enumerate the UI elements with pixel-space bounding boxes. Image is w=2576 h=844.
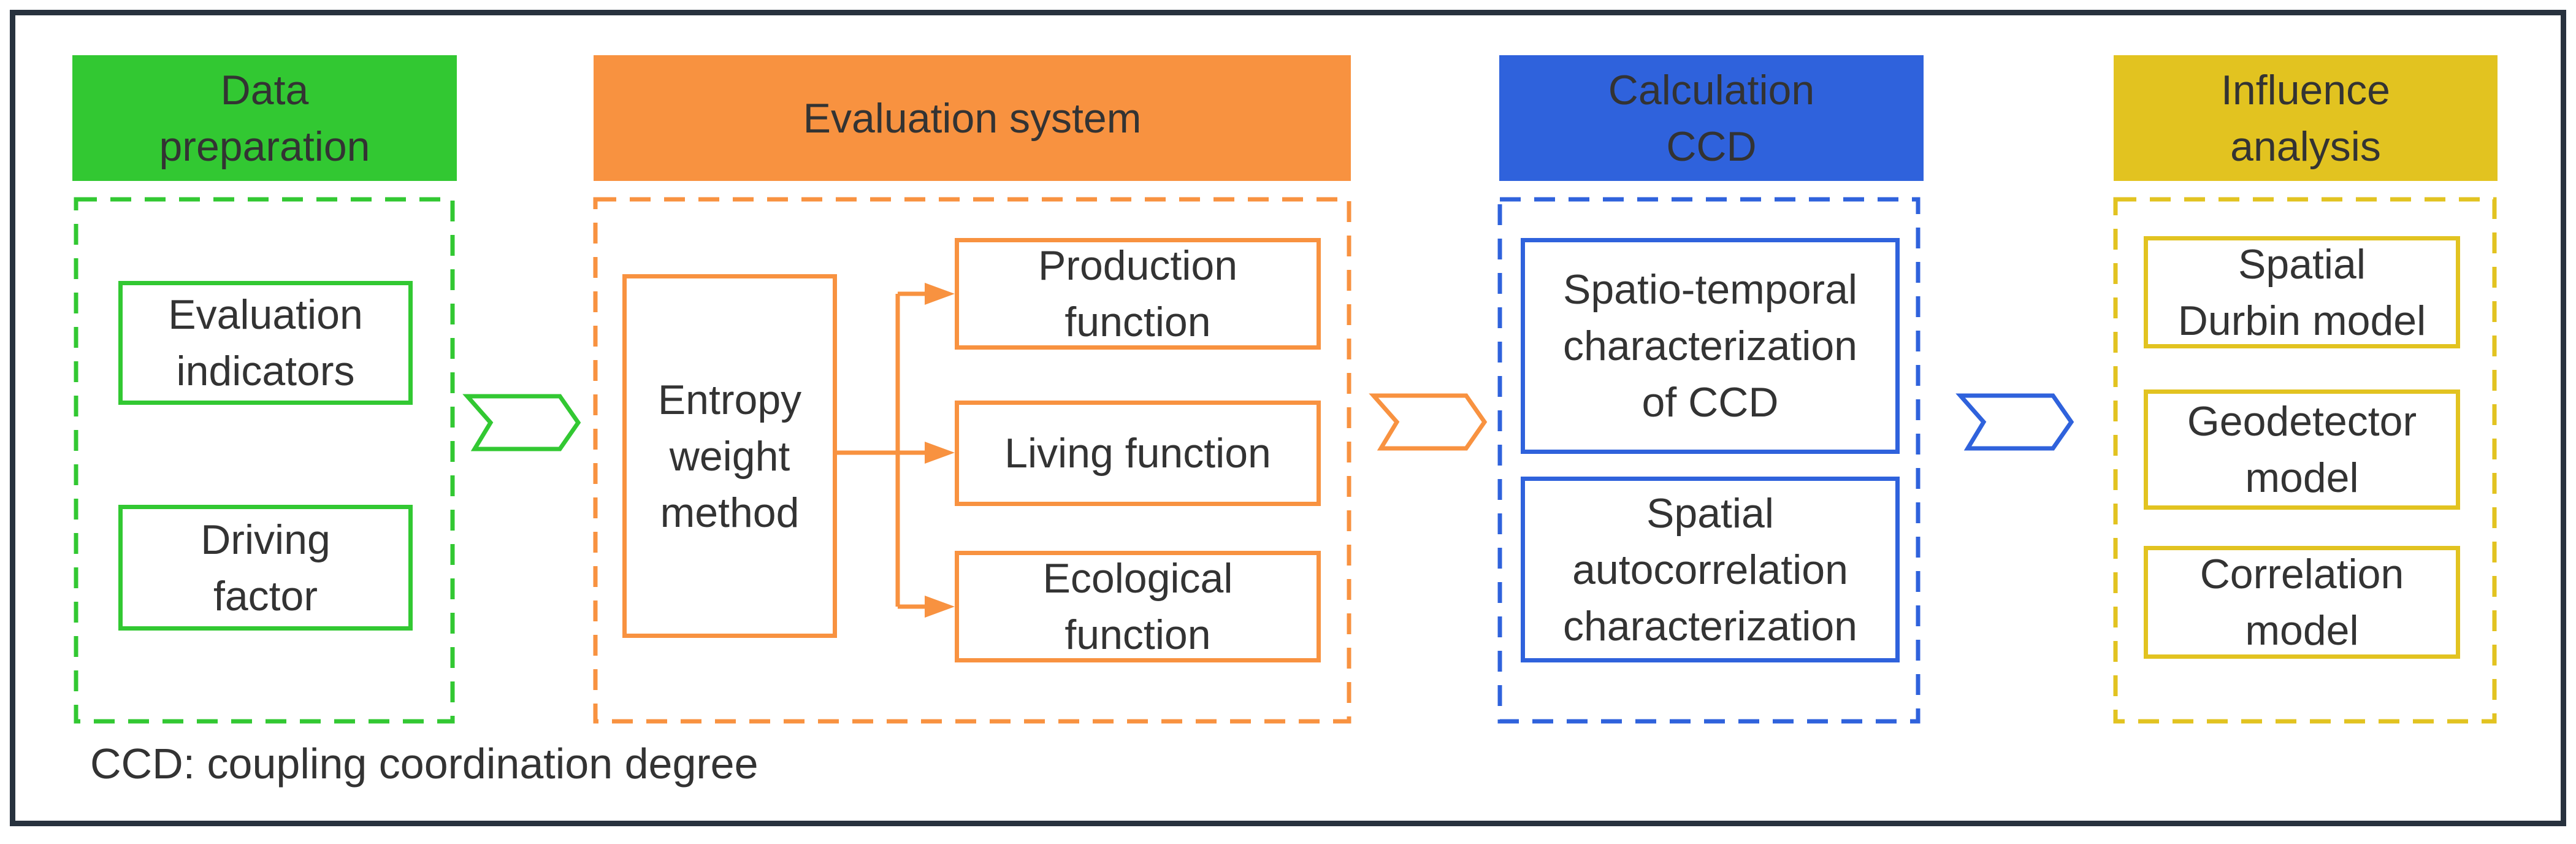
chevron-arrow-calculation-to-influence — [1955, 393, 2074, 451]
box-line: Spatio-temporal — [1562, 266, 1858, 313]
dashed-container-evaluation-system — [593, 197, 1351, 724]
box-line: Spatial — [1646, 489, 1774, 537]
box-spatiotemporal-characterization: Spatio-temporal characterization of CCD — [1521, 238, 1900, 454]
header-line: analysis — [2230, 123, 2381, 170]
box-entropy-weight-method: Entropy weight method — [622, 274, 837, 638]
chevron-arrow-data-to-evaluation — [462, 394, 581, 451]
box-line: model — [2245, 607, 2359, 654]
box-line: autocorrelation — [1572, 546, 1848, 593]
box-line: indicators — [176, 348, 355, 394]
box-spatial-durbin-model: Spatial Durbin model — [2144, 236, 2460, 348]
header-data-preparation: Data preparation — [72, 55, 457, 181]
header-line: Calculation — [1608, 66, 1815, 113]
dashed-container-calculation-ccd — [1497, 197, 1921, 724]
header-influence-analysis: Influence analysis — [2114, 55, 2498, 181]
box-correlation-model: Correlation model — [2144, 546, 2460, 659]
box-line: Geodetector — [2187, 398, 2417, 445]
dashed-container-data-preparation — [74, 197, 455, 724]
diagram-frame-border — [10, 10, 2566, 826]
box-line: function — [1064, 612, 1211, 658]
box-spatial-autocorrelation: Spatial autocorrelation characterization — [1521, 477, 1900, 662]
box-line: Living function — [1004, 430, 1271, 477]
box-line: Correlation — [2200, 551, 2404, 597]
dashed-container-influence-analysis — [2113, 197, 2497, 724]
box-line: function — [1064, 299, 1211, 345]
header-line: Data — [220, 66, 309, 113]
box-line: Evaluation — [168, 291, 363, 338]
box-line: Durbin model — [2177, 297, 2426, 344]
box-living-function: Living function — [955, 401, 1321, 506]
header-line: preparation — [159, 123, 370, 170]
box-line: model — [2245, 455, 2359, 501]
box-evaluation-indicators: Evaluation indicators — [118, 281, 413, 405]
box-line: Driving — [201, 516, 331, 563]
box-driving-factor: Driving factor — [118, 505, 413, 631]
box-ecological-function: Ecological function — [955, 551, 1321, 662]
arrowhead-production-function — [925, 283, 955, 305]
arrowhead-ecological-function — [925, 596, 955, 618]
box-line: characterization — [1562, 323, 1858, 369]
header-line: CCD — [1666, 123, 1757, 170]
box-line: weight — [669, 432, 790, 480]
box-production-function: Production function — [955, 238, 1321, 350]
box-line: Ecological — [1042, 555, 1233, 602]
footer-note: CCD: coupling coordination degree — [90, 740, 759, 788]
connector-tree-entropy-to-functions — [837, 291, 926, 609]
box-line: Spatial — [2238, 240, 2366, 288]
header-calculation-ccd: Calculation CCD — [1499, 55, 1924, 181]
box-geodetector-model: Geodetector model — [2144, 389, 2460, 510]
box-line: Entropy — [657, 376, 802, 423]
box-line: factor — [213, 572, 318, 620]
chevron-arrow-evaluation-to-calculation — [1369, 393, 1488, 451]
box-line: Production — [1038, 242, 1238, 289]
box-line: of CCD — [1642, 379, 1779, 426]
header-line: Influence — [2221, 66, 2390, 113]
arrowhead-living-function — [925, 442, 955, 464]
box-line: characterization — [1562, 602, 1858, 650]
header-evaluation-system: Evaluation system — [594, 55, 1351, 181]
header-line: Evaluation system — [803, 94, 1142, 142]
box-line: method — [660, 489, 800, 536]
